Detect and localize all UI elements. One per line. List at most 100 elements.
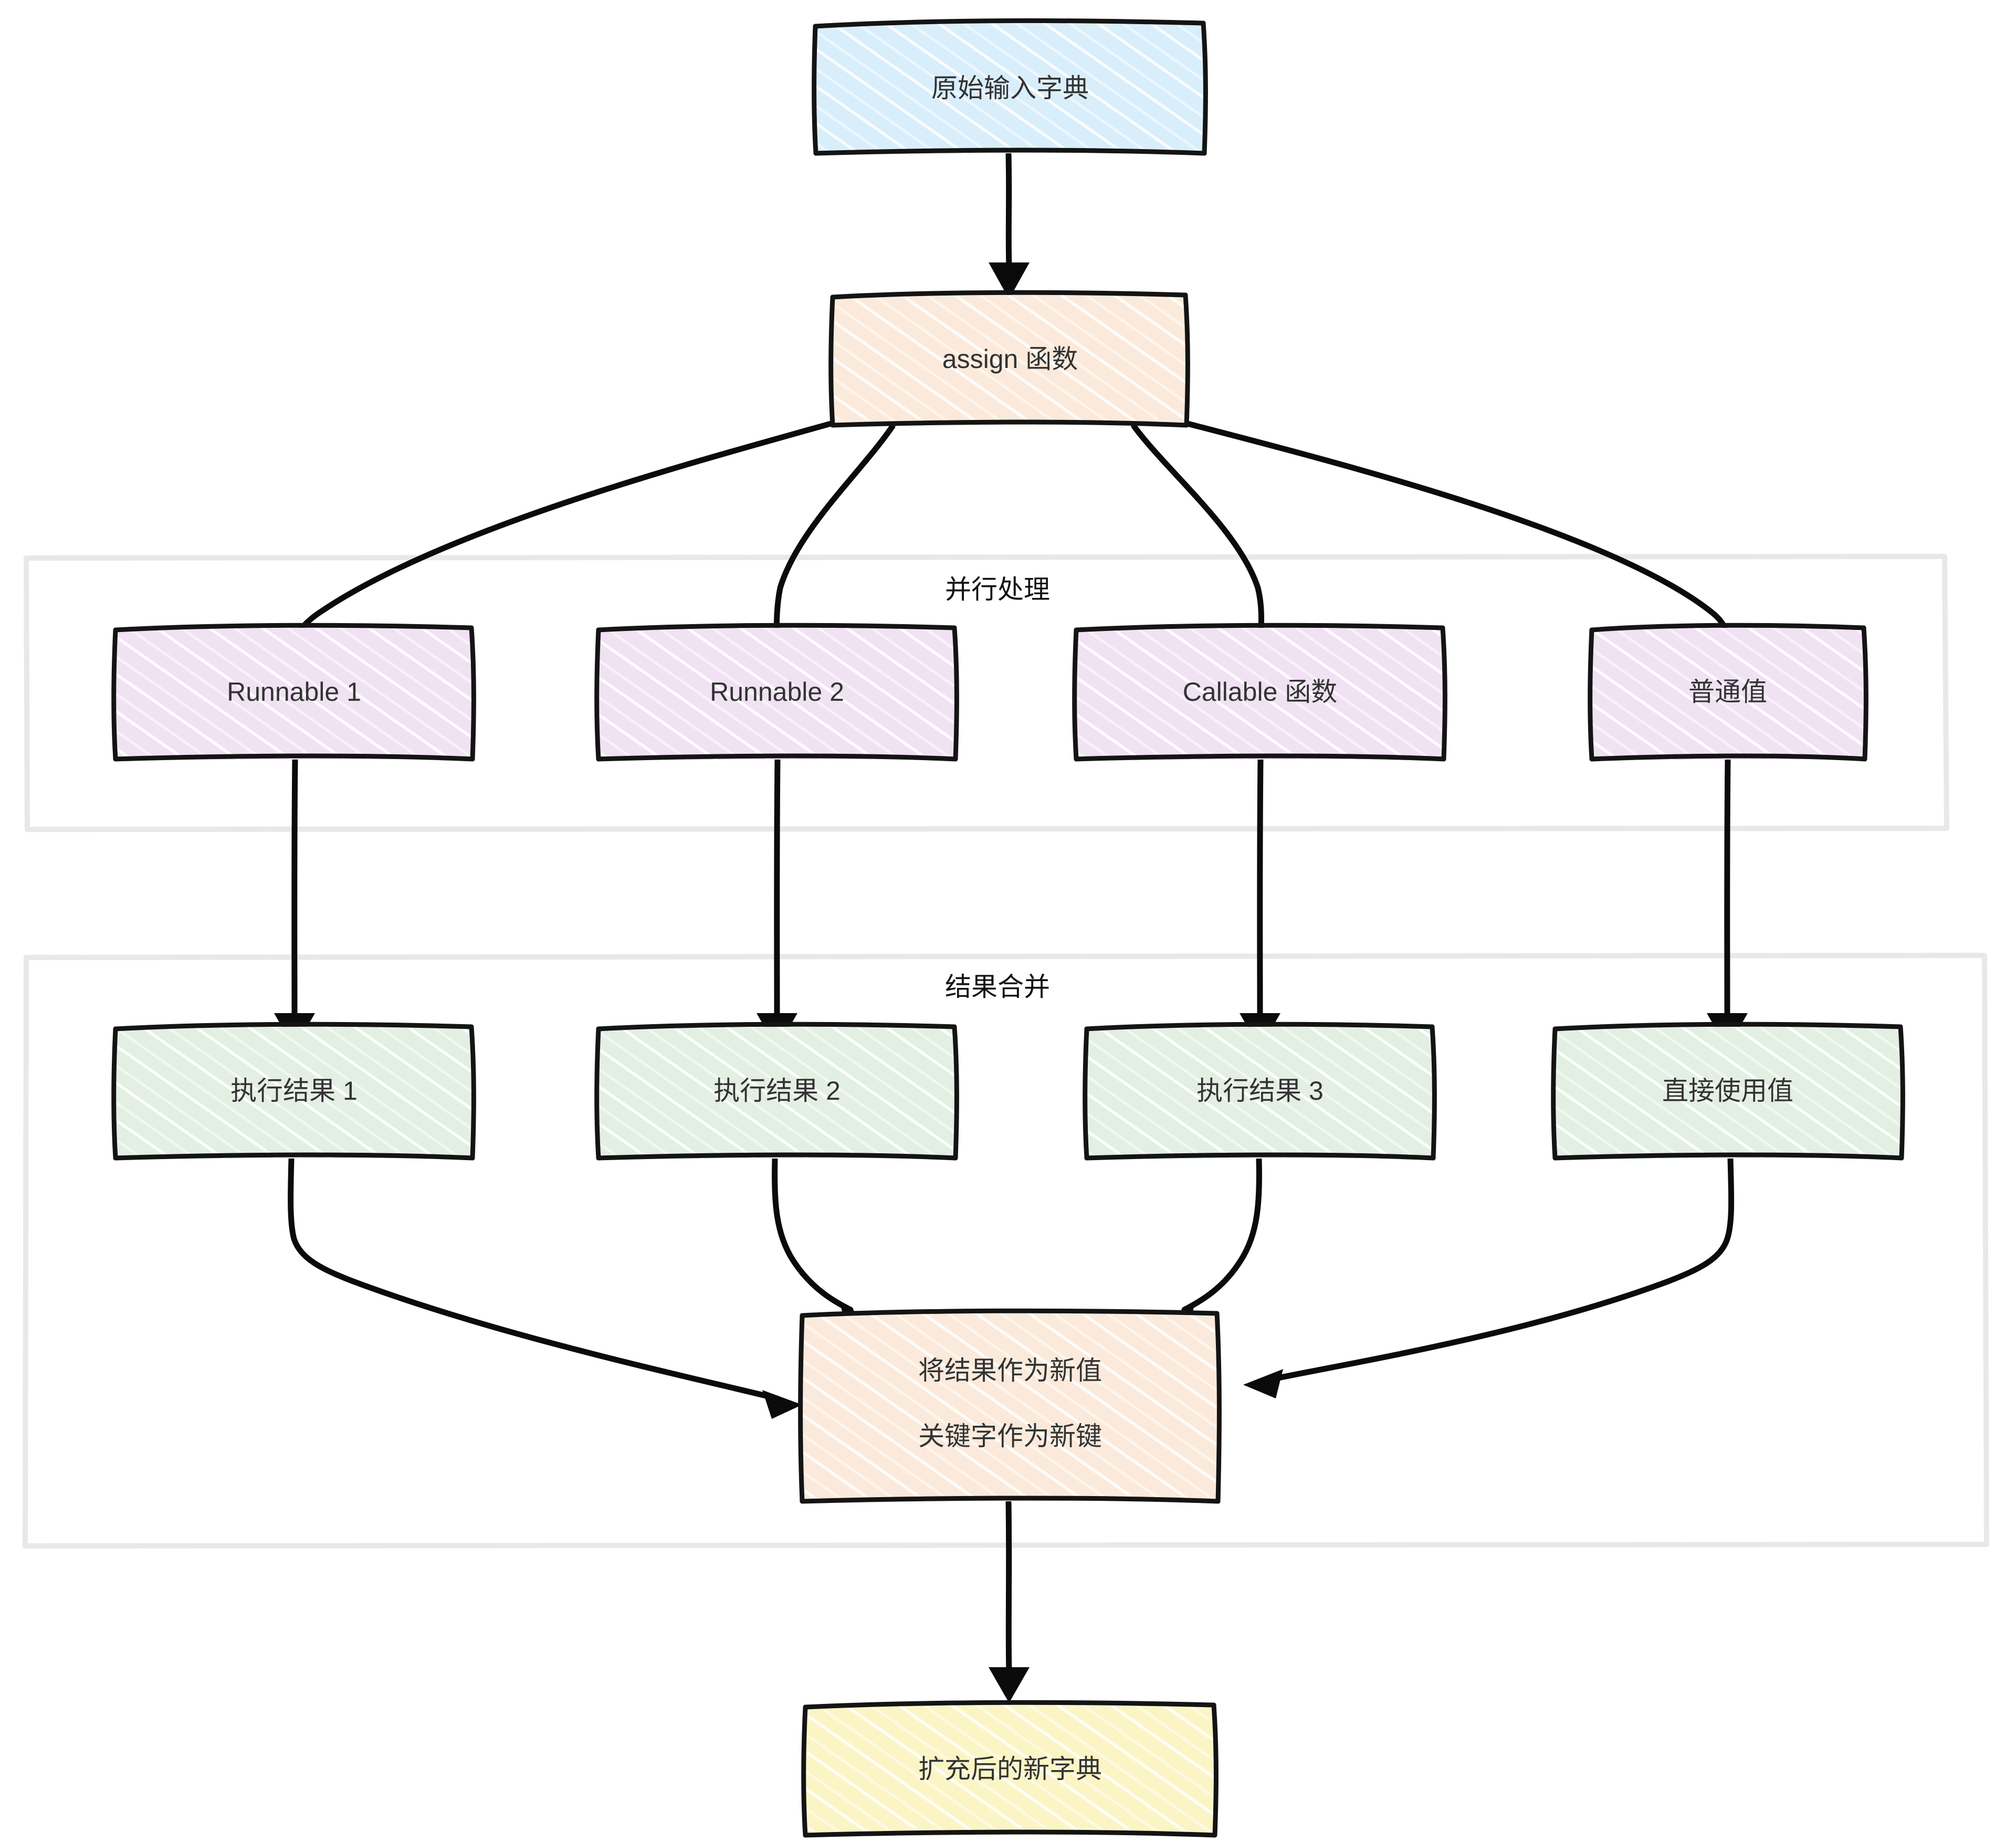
- node-usevalue-edge-left: [1551, 1026, 1558, 1161]
- node-input-label: 原始输入字典: [931, 73, 1089, 103]
- edge-runnable1-to-result1: [274, 756, 315, 1049]
- cluster-merging-label: 结果合并: [945, 972, 1050, 1002]
- node-runnable1-edge-left: [111, 627, 118, 762]
- node-usevalue-edge-right: [1898, 1024, 1905, 1161]
- node-output[interactable]: 扩充后的新字典: [801, 1700, 1219, 1838]
- node-runnable1[interactable]: Runnable 1: [111, 623, 476, 762]
- node-usevalue[interactable]: 直接使用值: [1551, 1022, 1905, 1161]
- node-merge-edge-top: [800, 1308, 1220, 1318]
- node-callable-fill: [1075, 627, 1445, 760]
- node-input-fill: [815, 22, 1205, 154]
- node-result3-label: 执行结果 3: [1196, 1076, 1324, 1106]
- node-result1-label: 执行结果 1: [230, 1076, 358, 1106]
- node-result2-edge-bottom: [596, 1152, 958, 1161]
- node-runnable1-edge-top: [113, 623, 474, 633]
- node-assign-edge-bottom: [830, 419, 1189, 428]
- node-plainval[interactable]: 普通值: [1588, 623, 1868, 762]
- node-merge-edge-left: [798, 1313, 805, 1504]
- node-callable[interactable]: Callable 函数: [1072, 623, 1447, 762]
- cluster-merging-border: [23, 953, 1989, 1549]
- node-plainval-edge-left: [1588, 627, 1594, 762]
- node-merge-fill: [801, 1312, 1219, 1502]
- node-runnable2-edge-top: [596, 623, 957, 633]
- node-plainval-edge-top: [1589, 623, 1866, 633]
- cluster-parallel: 并行处理: [24, 554, 1949, 832]
- node-result3-fill: [1086, 1026, 1434, 1159]
- node-assign[interactable]: assign 函数: [828, 290, 1190, 428]
- node-callable-edge-right: [1440, 625, 1447, 762]
- edge-usevalue-to-merge: [1243, 1156, 1735, 1398]
- node-plainval-fill: [1591, 627, 1866, 760]
- node-assign-edge-top: [830, 290, 1188, 300]
- edge-callable-to-result3: [1240, 756, 1280, 1049]
- node-result3-edge-left: [1083, 1026, 1089, 1161]
- node-output-label: 扩充后的新字典: [918, 1754, 1102, 1784]
- node-result3-edge-right: [1430, 1024, 1437, 1161]
- node-plainval-edge-right: [1861, 625, 1868, 762]
- node-assign-fill: [832, 294, 1188, 426]
- node-result2-edge-left: [594, 1026, 601, 1161]
- node-callable-edge-bottom: [1074, 753, 1446, 762]
- node-input-edge-right: [1201, 20, 1208, 156]
- node-input-edge-bottom: [813, 148, 1207, 156]
- node-runnable2-edge-left: [594, 627, 601, 762]
- node-result2-label: 执行结果 2: [713, 1076, 841, 1106]
- node-runnable1-label: Runnable 1: [227, 677, 361, 707]
- node-result3[interactable]: 执行结果 3: [1083, 1022, 1437, 1161]
- node-merge-edge-bottom: [800, 1496, 1221, 1504]
- node-output-edge-right: [1211, 1702, 1219, 1838]
- node-result1-edge-left: [111, 1026, 118, 1161]
- node-merge-edge-right: [1214, 1311, 1222, 1504]
- edge-input-to-assign: [989, 151, 1030, 299]
- node-assign-edge-right: [1183, 292, 1190, 428]
- node-usevalue-edge-top: [1552, 1022, 1903, 1031]
- node-output-fill: [804, 1704, 1216, 1836]
- node-callable-label: Callable 函数: [1183, 677, 1338, 707]
- node-output-edge-left: [801, 1704, 808, 1838]
- node-runnable2-fill: [597, 627, 957, 760]
- node-callable-edge-top: [1074, 623, 1445, 633]
- node-input[interactable]: 原始输入字典: [812, 18, 1208, 156]
- node-callable-edge-left: [1072, 627, 1079, 762]
- node-output-edge-top: [803, 1700, 1216, 1710]
- node-result2[interactable]: 执行结果 2: [594, 1022, 959, 1161]
- node-input-edge-left: [812, 24, 818, 156]
- node-merge-label-line2: 关键字作为新键: [918, 1422, 1102, 1451]
- node-usevalue-label: 直接使用值: [1662, 1076, 1793, 1106]
- node-result1-fill: [114, 1026, 474, 1159]
- node-result3-edge-bottom: [1084, 1152, 1436, 1161]
- edge-result1-to-merge: [288, 1156, 802, 1419]
- node-assign-label: assign 函数: [942, 344, 1078, 374]
- edge-result3-to-merge: [1157, 1156, 1262, 1333]
- node-result3-edge-top: [1084, 1022, 1435, 1031]
- node-usevalue-fill: [1554, 1026, 1903, 1159]
- node-merge-label-line1: 将结果作为新值: [918, 1356, 1102, 1385]
- node-runnable1-edge-bottom: [113, 753, 475, 762]
- node-result1[interactable]: 执行结果 1: [111, 1022, 476, 1161]
- node-runnable2-edge-bottom: [596, 753, 958, 762]
- node-runnable2-label: Runnable 2: [710, 677, 844, 707]
- edge-plainval-to-usevalue: [1707, 756, 1748, 1049]
- edge-runnable2-to-result2: [757, 756, 797, 1049]
- node-result2-edge-top: [596, 1022, 957, 1031]
- edge-result2-to-merge: [772, 1156, 878, 1333]
- node-result1-edge-bottom: [113, 1152, 475, 1161]
- node-plainval-label: 普通值: [1688, 677, 1767, 707]
- cluster-parallel-border: [24, 554, 1949, 832]
- node-runnable1-fill: [114, 627, 474, 760]
- edge-merge-to-output: [989, 1499, 1030, 1703]
- cluster-merging: 结果合并: [23, 953, 1989, 1549]
- node-usevalue-edge-bottom: [1552, 1152, 1904, 1161]
- node-result1-edge-top: [113, 1022, 474, 1031]
- node-result1-edge-right: [469, 1024, 476, 1161]
- node-runnable2-edge-right: [952, 625, 959, 762]
- node-result2-edge-right: [952, 1024, 959, 1161]
- node-input-edge-top: [813, 18, 1206, 29]
- node-assign-edge-left: [828, 294, 835, 428]
- node-result2-fill: [597, 1026, 957, 1159]
- node-runnable2[interactable]: Runnable 2: [594, 623, 959, 762]
- node-merge[interactable]: 将结果作为新值 关键字作为新键: [798, 1308, 1222, 1504]
- node-runnable1-edge-right: [469, 625, 476, 762]
